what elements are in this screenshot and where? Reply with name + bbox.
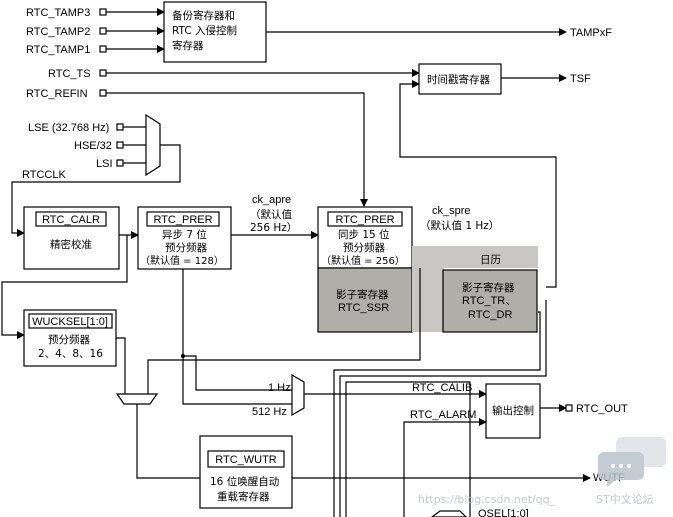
pin-refin (99, 89, 107, 97)
ck-apre-name: ck_apre (252, 194, 291, 206)
output-control-box (485, 383, 541, 439)
backup-register-box (163, 1, 267, 63)
output-tsf: TSF (570, 73, 591, 85)
calendar-shadow-box (442, 269, 538, 333)
osel-mux (431, 510, 467, 517)
watermark: https://blog.csdn.net/qq_ ST中文论坛 (418, 437, 666, 506)
prer-async-title: RTC_PRER (153, 214, 212, 226)
shadow-ssr-l2: RTC_SSR (338, 302, 389, 314)
ck-apre-l2: 256 Hz） (250, 222, 297, 234)
wucksel-title: WUCKSEL[1:0] (32, 316, 108, 328)
wucksel-mux (115, 393, 159, 405)
freq-mux (291, 373, 305, 417)
bus-line-2 (333, 311, 541, 517)
wire-rtcclk (11, 144, 181, 237)
input-lsi: LSI (96, 158, 113, 170)
freq-512hz: 512 Hz (252, 406, 287, 418)
output-rtc-out: RTC_OUT (576, 403, 628, 415)
prer-sync-title: RTC_PRER (335, 214, 394, 226)
freq-1hz: 1 Hz (268, 382, 291, 394)
calr-title: RTC_CALR (42, 214, 100, 226)
calr-title-box (35, 211, 107, 227)
input-rtc-tamp3: RTC_TAMP3 (26, 7, 90, 19)
calendar-l2: RTC_TR、 (462, 295, 516, 307)
prer-sync-l2: 预分频器 (343, 241, 385, 254)
wutr-box (199, 435, 293, 509)
wire-spre-to-mux (147, 268, 421, 394)
timestamp-register-box (418, 63, 502, 95)
watermark-brand: ST中文论坛 (596, 492, 654, 506)
timestamp-box-label: 时间戳寄存器 (427, 73, 490, 86)
signal-calib: RTC_CALIB (412, 382, 472, 394)
input-rtc-tamp2: RTC_TAMP2 (26, 26, 90, 38)
prer-sync-l1: 同步 15 位 (338, 228, 390, 241)
wire-mux-to-wutr (136, 404, 470, 479)
backup-box-line1: 备份寄存器和 (172, 9, 235, 22)
label-rtcclk: RTCCLK (22, 169, 66, 181)
pin-ts (99, 69, 107, 77)
input-rtc-refin: RTC_REFIN (26, 88, 88, 100)
ck-spre-l1: （默认值 1 Hz） (420, 219, 499, 232)
prer-async-title-box (146, 211, 220, 227)
wucksel-title-box (28, 313, 113, 329)
output-tampxf: TAMPxF (570, 27, 612, 39)
prer-async-l2: 预分频器 (165, 241, 207, 254)
pin-tamp2 (99, 27, 107, 35)
pin-lse (116, 123, 124, 131)
wire-apre-down (182, 269, 292, 405)
calendar-l3: RTC_DR (468, 309, 512, 321)
input-hse: HSE/32 (74, 140, 112, 152)
wucksel-l2: 2、4、8、16 (38, 348, 103, 360)
calendar-header (412, 246, 538, 268)
wire-1hz (183, 355, 292, 391)
backup-box-line3: 寄存器 (172, 39, 204, 52)
clock-source-mux (145, 113, 161, 177)
shadow-ssr-box (317, 267, 413, 333)
wutr-l1: 16 位唤醒自动 (210, 475, 279, 488)
signal-osel: OSEL[1:0] (478, 508, 529, 517)
shadow-ssr-l1: 影子寄存器 (336, 288, 389, 301)
chat-bubble-front-icon (598, 452, 644, 487)
calendar-side (412, 268, 444, 332)
signal-alarm: RTC_ALARM (410, 409, 476, 421)
prer-sync-l3: （默认值 = 256） (321, 254, 405, 267)
output-control-label: 输出控制 (492, 404, 534, 417)
wucksel-l1: 预分频器 (48, 333, 90, 346)
input-rtc-tamp1: RTC_TAMP1 (26, 44, 90, 56)
wire-alarm (403, 418, 487, 517)
wire-wucksel-to-mux (116, 337, 126, 394)
bus-line-3 (345, 381, 471, 517)
pin-hse (116, 141, 124, 149)
calendar-title: 日历 (480, 254, 501, 266)
pin-tamp1 (99, 45, 107, 53)
prer-async-l3: （默认值 = 128） (140, 254, 224, 267)
input-rtc-ts: RTC_TS (48, 68, 91, 80)
ck-spre-name: ck_spre (432, 205, 471, 217)
wire-rtcclk-to-wucksel (1, 235, 128, 339)
ck-apre-l1: （默认值 (250, 208, 292, 221)
backup-box-line2: RTC 入侵控制 (172, 24, 237, 37)
calendar-l1: 影子寄存器 (462, 281, 515, 294)
wutr-title-box (207, 450, 285, 468)
pin-lsi (116, 159, 124, 167)
pin-rtc-out (565, 404, 573, 412)
wutr-l2: 重载寄存器 (217, 490, 270, 503)
input-lse: LSE (32.768 Hz) (28, 122, 109, 134)
wutr-title: RTC_WUTR (215, 454, 277, 466)
bus-line-1 (339, 300, 547, 517)
calr-desc: 精密校准 (50, 238, 92, 251)
watermark-url: https://blog.csdn.net/qq_ (418, 493, 556, 506)
wire-calendar-to-timestamp (399, 80, 557, 288)
pin-tamp3 (99, 8, 107, 16)
wire-refin (106, 92, 368, 207)
prer-sync-title-box (327, 211, 403, 227)
prer-async-l1: 异步 7 位 (162, 228, 207, 241)
